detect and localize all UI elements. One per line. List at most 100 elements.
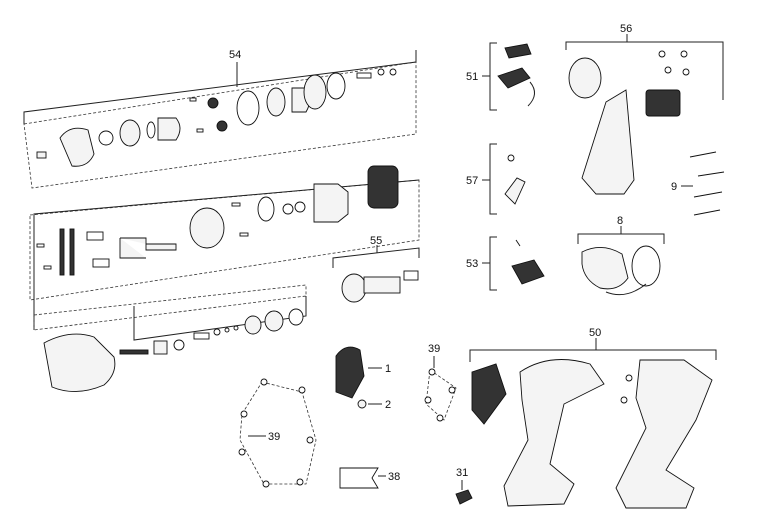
ball-part bbox=[224, 327, 230, 333]
item-2: 2 bbox=[357, 399, 391, 411]
led-part bbox=[497, 67, 531, 89]
screw-part bbox=[693, 209, 721, 216]
item-38: 38 bbox=[339, 467, 400, 489]
rotor-fan-part bbox=[341, 273, 367, 303]
clip-screw-part bbox=[357, 399, 367, 409]
label-50: 50 bbox=[589, 327, 601, 339]
housing-right-part bbox=[615, 359, 713, 509]
spring-part bbox=[119, 349, 149, 355]
battery-contact-part bbox=[471, 363, 507, 425]
rotor-shaft-part bbox=[363, 276, 401, 294]
group-9: 9 bbox=[671, 151, 725, 216]
screw-part bbox=[682, 68, 690, 76]
spindle-part bbox=[119, 237, 177, 259]
clip-part bbox=[515, 239, 521, 247]
label-38: 38 bbox=[388, 471, 400, 483]
screw-part bbox=[436, 414, 444, 422]
group-50: 50 bbox=[469, 327, 717, 509]
forward-reverse-button-part bbox=[511, 259, 545, 285]
screw-part bbox=[306, 436, 314, 444]
screw-part bbox=[680, 50, 688, 58]
screw-part bbox=[620, 396, 628, 404]
washer-part bbox=[257, 196, 275, 222]
screw-part bbox=[296, 478, 304, 486]
cap-part bbox=[288, 308, 304, 326]
dashed-frame-39-small bbox=[425, 369, 457, 421]
screw-part bbox=[238, 448, 246, 456]
motor-stator-part bbox=[367, 165, 399, 209]
disc-part bbox=[236, 90, 260, 126]
screw-part bbox=[693, 191, 723, 198]
screw-part bbox=[260, 378, 268, 386]
label-31: 31 bbox=[456, 467, 468, 479]
trigger-lever-part bbox=[504, 177, 526, 205]
disc-part bbox=[326, 72, 346, 100]
spring-part bbox=[507, 154, 515, 162]
hammer-part bbox=[303, 74, 327, 110]
dashed-frame-lower bbox=[33, 284, 307, 331]
bracket-8 bbox=[577, 233, 665, 244]
bracket-lower bbox=[133, 296, 307, 341]
pin-part bbox=[239, 232, 249, 237]
wire-part bbox=[527, 81, 535, 107]
item-1: 1 bbox=[335, 346, 391, 399]
housing-left-part bbox=[503, 359, 605, 507]
group-53: 53 bbox=[466, 236, 545, 291]
group-57: 57 bbox=[466, 143, 526, 215]
motor-frame-part bbox=[568, 57, 602, 99]
clip-part bbox=[92, 258, 110, 268]
screw-part bbox=[664, 66, 672, 74]
rod-part bbox=[69, 228, 75, 276]
item-39-large: 39 bbox=[238, 378, 317, 488]
pin-part bbox=[189, 97, 197, 102]
screw-part bbox=[428, 368, 436, 376]
label-54: 54 bbox=[229, 49, 241, 61]
bracket-55 bbox=[332, 247, 420, 268]
clutch-housing-part bbox=[59, 127, 95, 167]
rear-cover-part bbox=[581, 247, 629, 290]
screw-part bbox=[240, 410, 248, 418]
screw-part bbox=[36, 151, 47, 159]
bracket-middle bbox=[33, 179, 420, 330]
latch-part bbox=[455, 489, 473, 505]
cover-part bbox=[504, 43, 532, 59]
label-55: 55 bbox=[370, 235, 382, 247]
ball-part bbox=[233, 325, 239, 331]
label-39-small: 39 bbox=[428, 343, 440, 355]
ball-part bbox=[389, 68, 397, 76]
middle-layer bbox=[29, 165, 420, 330]
pin-part bbox=[43, 265, 52, 270]
clip-part bbox=[86, 231, 104, 241]
end-cap-part bbox=[631, 245, 661, 287]
bearing-part bbox=[207, 97, 219, 109]
screw-part bbox=[625, 374, 633, 382]
bracket-53 bbox=[489, 236, 497, 291]
bushing-part bbox=[153, 340, 168, 355]
gear-ring-part bbox=[189, 207, 225, 249]
handle-part bbox=[581, 89, 635, 195]
group-8: 8 bbox=[577, 215, 665, 296]
bearing-part bbox=[216, 120, 228, 132]
washer-part bbox=[98, 130, 114, 146]
dashed-frame-39-large bbox=[239, 381, 317, 485]
o-ring-part bbox=[173, 339, 185, 351]
motor-cap-part bbox=[313, 183, 349, 223]
pin-part bbox=[36, 243, 45, 248]
screw-part bbox=[424, 396, 432, 404]
bearing-part bbox=[403, 270, 419, 281]
label-39-large: 39 bbox=[268, 431, 280, 443]
pin-part bbox=[231, 202, 241, 207]
label-2: 2 bbox=[385, 399, 391, 411]
spacer-part bbox=[146, 121, 156, 139]
sleeve-part bbox=[193, 332, 210, 340]
group-54: 54 bbox=[23, 49, 417, 189]
ring-part bbox=[294, 201, 306, 213]
screw-part bbox=[658, 50, 666, 58]
screw-part bbox=[262, 480, 270, 488]
group-56: 56 bbox=[565, 23, 724, 195]
switch-part bbox=[645, 89, 681, 117]
nameplate-part bbox=[339, 467, 379, 489]
label-57: 57 bbox=[466, 175, 478, 187]
screw-part bbox=[689, 151, 717, 158]
